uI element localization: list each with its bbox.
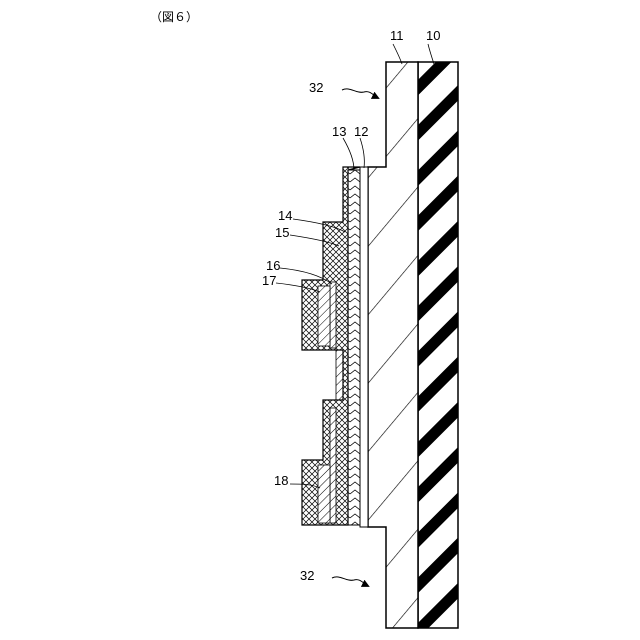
label-16: 16 — [266, 258, 280, 273]
label-32-bottom: 32 — [300, 568, 314, 583]
leader-13 — [343, 138, 354, 170]
label-32-top: 32 — [309, 80, 323, 95]
layer-10-substrate — [418, 62, 458, 628]
layer-11 — [368, 62, 418, 628]
label-15: 15 — [275, 225, 289, 240]
label-14: 14 — [278, 208, 292, 223]
leader-12 — [360, 138, 364, 168]
layer-16-upper — [330, 282, 336, 348]
arrow-32-top — [342, 89, 378, 98]
layer-13 — [348, 170, 360, 525]
label-18: 18 — [274, 473, 288, 488]
layer-12 — [360, 167, 368, 527]
label-13: 13 — [332, 124, 346, 139]
arrow-32-bottom — [332, 577, 368, 586]
label-12: 12 — [354, 124, 368, 139]
leader-10 — [428, 44, 434, 64]
leader-11 — [393, 44, 402, 64]
layer-16-lower — [330, 408, 336, 523]
layer-17-upper — [318, 286, 330, 346]
label-10: 10 — [426, 28, 440, 43]
layer-18 — [318, 465, 330, 523]
label-17: 17 — [262, 273, 276, 288]
label-11: 11 — [390, 28, 404, 43]
